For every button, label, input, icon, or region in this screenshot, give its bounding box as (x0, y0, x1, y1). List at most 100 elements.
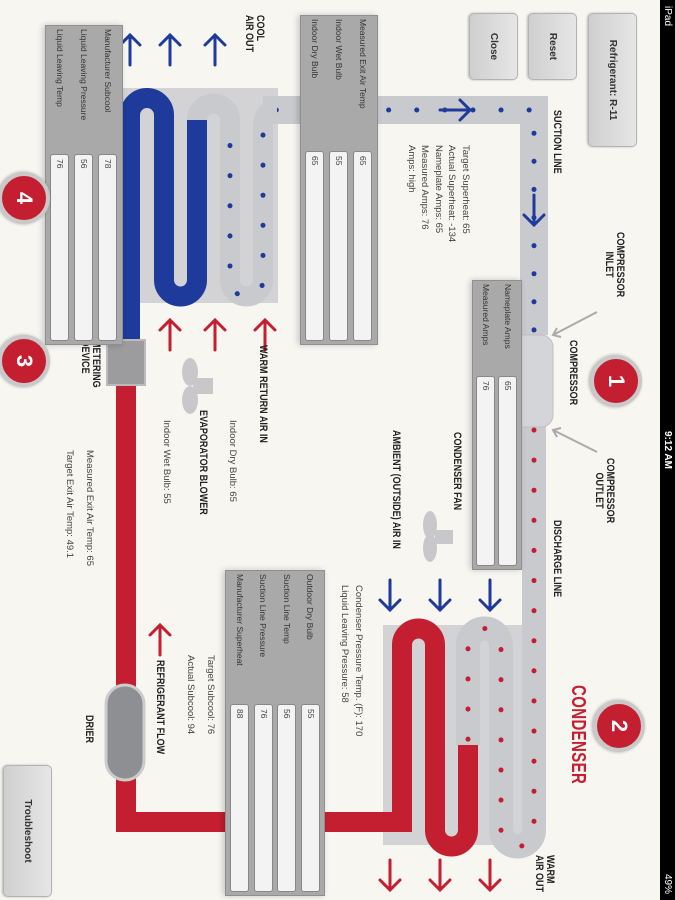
cool-air-out-arrow (203, 32, 227, 67)
liquid-leaving-pressure-input[interactable]: 56 (74, 154, 94, 341)
condenser-pressure-temp: Condenser Pressure Temp. (F): 170 (353, 585, 364, 737)
warm-return-air-label: WARM RETURN AIR IN (257, 345, 269, 443)
field-label: Suction Line Pressure (258, 574, 269, 658)
ambient-air-in-arrow (478, 578, 502, 613)
condenser-title: CONDENSER (567, 685, 589, 785)
drier-label: DRIER (83, 715, 95, 744)
cool-air-out-arrow (158, 32, 182, 67)
evaporator-coil-gray (187, 93, 278, 307)
field-row: Manufacturer Subcool 78 (98, 29, 118, 341)
measured-amps-input[interactable]: 76 (476, 376, 496, 566)
nameplate-amps: Nameplate Amps: 65 (433, 145, 444, 234)
label-line: WARM (544, 855, 556, 884)
label-line: COMPRESSOR (614, 232, 626, 298)
compressor-outlet-pointer (551, 427, 598, 453)
compressor-fields: Nameplate Amps 65 Measured Amps 76 (472, 280, 522, 570)
evaporator-coil-liquid (120, 88, 207, 360)
warm-air-out-arrow (428, 858, 452, 893)
field-row: Indoor Wet Bulb 55 (329, 19, 349, 341)
measured-exit-air-temp-input[interactable]: 65 (353, 151, 373, 341)
outdoor-dry-bulb-input[interactable]: 55 (300, 704, 320, 892)
warm-air-out-arrow (478, 858, 502, 893)
step-badge-3[interactable]: 3 (0, 335, 50, 387)
liquid-leaving-temp-input[interactable]: 76 (50, 154, 70, 341)
subcool-info: Target Subcool: 76 Actual Subcool: 94 (180, 655, 220, 734)
ambient-air-in-label: AMBIENT (OUTSIDE) AIR IN (390, 430, 402, 549)
label-line: AIR OUT (533, 855, 545, 893)
field-label: Suction Line Temp (281, 574, 292, 644)
field-label: Liquid Leaving Temp (55, 29, 65, 107)
suction-line-label: SUCTION LINE (551, 110, 563, 174)
exit-air-info: Measured Exit Air Temp: 65 Target Exit A… (59, 450, 99, 566)
troubleshoot-button[interactable]: Troubleshoot (3, 765, 52, 897)
warm-air-out-arrow (378, 858, 402, 893)
manufacturer-subcool-input[interactable]: 78 (98, 154, 118, 341)
label-line: COMPRESSOR (604, 458, 616, 524)
field-label: Outdoor Dry Bulb (305, 574, 316, 640)
field-label: Measured Amps (481, 284, 491, 346)
step-badge-2[interactable]: 2 (593, 700, 645, 752)
field-row: Suction Line Temp 56 (277, 574, 297, 892)
indoor-wet-bulb-input[interactable]: 55 (329, 151, 349, 341)
refrigerant-flow-arrow (148, 622, 172, 657)
amps-status: Amps: high (406, 145, 417, 193)
refrigerant-flow-label: REFRIGERANT FLOW (154, 660, 166, 755)
discharge-line-dots (465, 427, 537, 849)
compressor-label: COMPRESSOR (567, 340, 579, 406)
warm-return-air-arrow (158, 317, 182, 352)
evaporator-blower-label: EVAPORATOR BLOWER (197, 410, 209, 515)
field-row: Measured Amps 76 (476, 284, 496, 566)
suction-line-temp-input[interactable]: 56 (277, 704, 297, 892)
label-line: AIR OUT (243, 15, 255, 53)
measured-amps: Measured Amps: 76 (419, 145, 431, 230)
condenser-fields: Outdoor Dry Bulb 55 Suction Line Temp 56 S… (225, 570, 325, 896)
target-subcool: Target Subcool: 76 (205, 655, 216, 735)
field-row: Nameplate Amps 65 (498, 284, 518, 566)
drier (104, 683, 146, 782)
field-label: Nameplate Amps (503, 284, 513, 349)
label-line: INLET (603, 251, 615, 278)
superheat-info: Target Superheat: 65 Actual Superheat: -… (405, 145, 473, 242)
condenser-fan-icon (423, 511, 453, 562)
label-line: OUTLET (593, 472, 605, 509)
evaporator-blower-icon (182, 358, 213, 414)
label-line: DEVICE (79, 340, 91, 374)
field-label: Manufacturer Superheat (234, 574, 245, 666)
cool-air-out-arrow (118, 32, 142, 67)
field-label: Manufacturer Subcool (103, 29, 113, 113)
field-row: Suction Line Pressure 76 (253, 574, 273, 892)
label-line: METERING (90, 340, 102, 388)
indoor-dry-bulb-input[interactable]: 65 (305, 151, 325, 341)
ambient-air-in-arrow (378, 578, 402, 613)
field-row: Indoor Dry Bulb 65 (305, 19, 325, 341)
measured-exit-air-temp: Measured Exit Air Temp: 65 (84, 450, 95, 566)
field-label: Indoor Wet Bulb (334, 19, 344, 80)
field-row: Manufacturer Superheat 88 (230, 574, 250, 892)
nameplate-amps-input[interactable]: 65 (498, 376, 518, 566)
suction-flow-up-arrow (438, 98, 473, 122)
warm-return-air-arrow (203, 317, 227, 352)
field-label: Measured Exit Air Temp (358, 19, 368, 109)
field-label: Indoor Dry Bulb (310, 19, 320, 79)
label-line: COOL (254, 15, 266, 42)
field-row: Outdoor Dry Bulb 55 (300, 574, 320, 892)
refrigerant-select-button[interactable]: Refrigerant: R-11 (588, 13, 637, 147)
suction-flow-right-arrow (522, 193, 546, 228)
manufacturer-superheat-input[interactable]: 88 (230, 704, 250, 892)
evaporator-coil-dots (227, 117, 266, 299)
close-button[interactable]: Close (469, 13, 518, 80)
reset-button[interactable]: Reset (528, 13, 577, 80)
actual-superheat: Actual Superheat: -134 (446, 145, 458, 243)
step-badge-1[interactable]: 1 (590, 355, 642, 407)
indoor-dry-bulb-info: Indoor Dry Bulb: 65 (227, 420, 238, 502)
condenser-info: Condenser Pressure Temp. (F): 170 Liquid… (338, 585, 365, 736)
actual-subcool: Actual Subcool: 94 (185, 655, 196, 735)
target-superheat: Target Superheat: 65 (460, 145, 471, 234)
suction-line-pressure-input[interactable]: 76 (253, 704, 273, 892)
step-badge-4[interactable]: 4 (0, 172, 50, 224)
liquid-leaving-pressure: Liquid Leaving Pressure: 58 (339, 585, 351, 703)
